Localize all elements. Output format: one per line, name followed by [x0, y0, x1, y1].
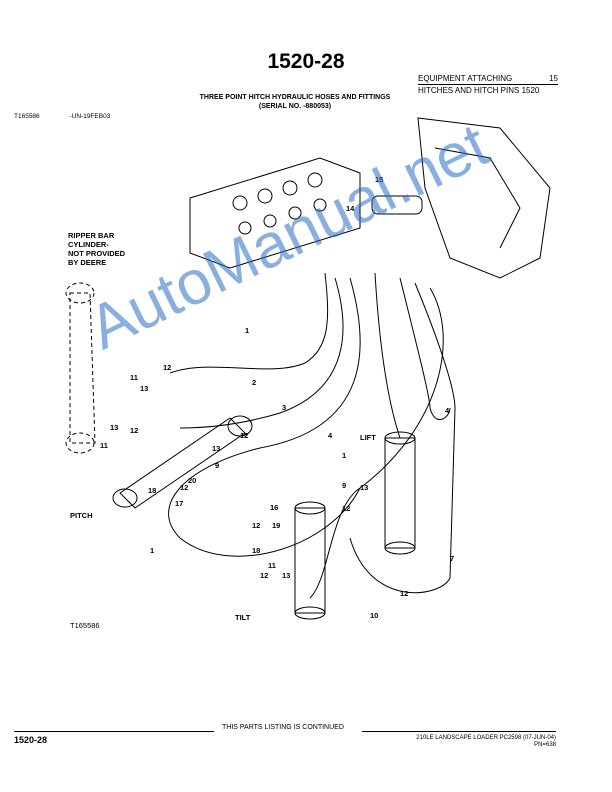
callout-9: 9 [215, 461, 219, 470]
footer-rule-right [362, 731, 556, 732]
callout-11b: 11 [100, 441, 108, 450]
hose-5 [309, 287, 444, 599]
callout-12c: 12 [252, 521, 260, 530]
hose-1 [168, 277, 361, 557]
callout-18b: 18 [252, 546, 260, 555]
callout-13: 13 [140, 384, 148, 393]
callout-12f: 12 [342, 504, 350, 513]
ripper-note-line4: BY DEERE [68, 258, 106, 267]
drawing-svg: RIPPER BAR CYLINDER- NOT PROVIDED BY DEE… [65, 117, 551, 630]
footer-page-number: 1520-28 [14, 735, 48, 745]
footer-pn: PN=638 [534, 742, 556, 748]
callout-10: 10 [370, 611, 378, 620]
callout-20: 20 [188, 476, 196, 485]
ripper-cylinder [69, 292, 96, 444]
hitch-frame [417, 117, 551, 279]
header-group-name: HITCHES AND HITCH PINS 1520 [418, 86, 540, 95]
figure-id-bottom: T165586 [70, 621, 100, 630]
callout-13b: 13 [212, 444, 220, 453]
callout-14: 14 [346, 204, 355, 213]
callout-1b: 1 [150, 546, 154, 555]
figure-code: -UN-19FEB03 [69, 113, 111, 120]
section-header: EQUIPMENT ATTACHING 15 HITCHES AND HITCH… [418, 74, 558, 95]
callout-7: 7 [450, 554, 454, 563]
callout-16: 16 [270, 503, 278, 512]
label-lift: LIFT [360, 433, 376, 442]
footer-catalog: 210LE LANDSCAPE LOADER PC2598 (07-JUN-04… [416, 735, 556, 741]
tilt-cylinder [294, 507, 326, 614]
footer-rule-left [14, 731, 214, 732]
pitch-cylinder [119, 417, 246, 509]
callout-3: 3 [282, 403, 286, 412]
callout-13c: 13 [360, 483, 368, 492]
control-valve [189, 157, 361, 269]
drawing-labels: RIPPER BAR CYLINDER- NOT PROVIDED BY DEE… [68, 175, 454, 630]
callout-12h: 12 [180, 483, 188, 492]
hose-4 [374, 272, 401, 439]
callout-15: 15 [375, 175, 383, 184]
lift-cylinder [384, 437, 416, 549]
hose-3 [179, 277, 344, 429]
callout-12g: 12 [130, 426, 138, 435]
callout-13d: 13 [282, 571, 290, 580]
footer-catalog-info: 210LE LANDSCAPE LOADER PC2598 (07-JUN-04… [362, 735, 556, 749]
header-section-number: 15 [549, 74, 558, 83]
callout-2: 2 [252, 378, 256, 387]
ripper-note-line2: CYLINDER- [68, 240, 109, 249]
figure-title-line2: (SERIAL NO. -880053) [258, 103, 332, 110]
continued-note: THIS PARTS LISTING IS CONTINUED [220, 724, 346, 731]
ripper-note-line1: RIPPER BAR [68, 231, 115, 240]
fitting-15 [371, 195, 423, 215]
callout-19: 19 [272, 521, 280, 530]
callout-12e: 12 [400, 589, 408, 598]
figure-title-line1: THREE POINT HITCH HYDRAULIC HOSES AND FI… [199, 94, 391, 101]
callout-1: 1 [245, 326, 249, 335]
callout-12d: 12 [260, 571, 268, 580]
hose-7 [349, 282, 456, 594]
callout-13e: 13 [110, 423, 118, 432]
callout-12: 12 [163, 363, 171, 372]
callout-12b: 12 [240, 431, 248, 440]
ripper-note-line3: NOT PROVIDED [68, 249, 126, 258]
callout-4: 4 [445, 406, 450, 415]
label-tilt: TILT [235, 613, 251, 622]
callout-11: 11 [130, 373, 138, 382]
header-section-name: EQUIPMENT ATTACHING [418, 74, 513, 83]
page-number: 1520-28 [267, 50, 345, 73]
figure-title: THREE POINT HITCH HYDRAULIC HOSES AND FI… [150, 93, 440, 111]
callout-1c: 1 [342, 451, 346, 460]
callout-18: 18 [148, 486, 156, 495]
callout-4b: 4 [328, 431, 333, 440]
callout-17: 17 [175, 499, 183, 508]
callout-9b: 9 [342, 481, 346, 490]
figure-reference: T165586 -UN-19FEB03 [14, 113, 110, 120]
label-pitch: PITCH [70, 511, 93, 520]
hydraulic-hose-drawing: RIPPER BAR CYLINDER- NOT PROVIDED BY DEE… [30, 108, 575, 648]
hose-2 [169, 272, 329, 374]
callout-11c: 11 [268, 561, 276, 570]
figure-id: T165586 [14, 113, 40, 120]
